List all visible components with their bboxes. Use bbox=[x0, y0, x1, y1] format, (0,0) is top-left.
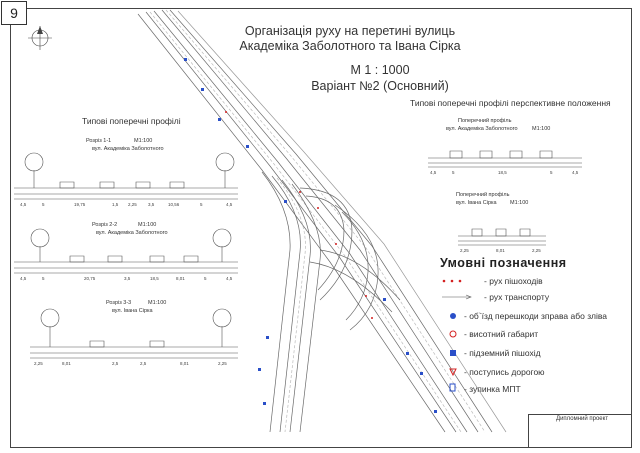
section-1-scale: М1:100 bbox=[134, 138, 153, 144]
sheet-frame bbox=[10, 8, 632, 448]
legend-item-give-way: - поступись дорогою bbox=[464, 366, 545, 378]
right-profile-1-dim: 4,5 bbox=[430, 170, 437, 175]
section-2-dim: 4,5 bbox=[226, 276, 233, 281]
section-1-dim: 1,5 bbox=[112, 202, 119, 207]
pedestrian-markers bbox=[225, 111, 373, 319]
section-2-name: Розріз 2-2 bbox=[92, 222, 118, 228]
right-profile-1 bbox=[428, 150, 582, 168]
legend-item-underpass: - підземний пішохід bbox=[464, 347, 541, 359]
section-2-dim: 5 bbox=[204, 276, 207, 281]
right-profile-2-street: вул. Івана Сірка bbox=[456, 200, 497, 206]
section-3-dim: 8,01 bbox=[62, 361, 71, 366]
section-2-dim: 5 bbox=[42, 276, 45, 281]
right-profile-1-street: вул. Академіка Заболотного bbox=[446, 126, 518, 132]
section-2-street: вул. Академіка Заболотного bbox=[96, 230, 168, 236]
right-profile-1-dim: 5 bbox=[550, 170, 553, 175]
section-3-dim: 2,5 bbox=[140, 361, 147, 366]
page-number: 9 bbox=[1, 1, 27, 25]
section-3-dim: 2,25 bbox=[218, 361, 227, 366]
section-2-dim: 20,75 bbox=[84, 276, 96, 281]
legend-item-pedestrian: - рух пішоходів bbox=[484, 275, 543, 287]
title-line-2: Академіка Заболотного та Івана Сірка bbox=[239, 39, 461, 53]
section-3-dim: 8,01 bbox=[180, 361, 189, 366]
right-profile-1-dim: 4,5 bbox=[572, 170, 579, 175]
legend-item-bus-stop: - зупинка МПТ bbox=[464, 383, 521, 395]
section-1-dim: 5 bbox=[200, 202, 203, 207]
legend-label: - зупинка МПТ bbox=[464, 384, 521, 394]
legend-title: Умовні позначення bbox=[440, 256, 567, 270]
section-3-dim: 2,5 bbox=[112, 361, 119, 366]
legend-item-detour: - об`їзд перешкоди зправа або зліва bbox=[464, 310, 607, 322]
drawing-title: Організація руху на перетині вулиць Акад… bbox=[230, 24, 470, 54]
right-profile-1-scale: М1:100 bbox=[532, 126, 551, 132]
section-3-street: вул. Івана Сірка bbox=[112, 308, 153, 314]
title-block-heading: Дипломний проект bbox=[556, 416, 609, 422]
section-1-name: Розріз 1-1 bbox=[86, 138, 112, 144]
scale-block: М 1 : 1000 Варіант №2 (Основний) bbox=[280, 62, 480, 94]
side-road bbox=[261, 171, 321, 433]
section-1-dim: 5 bbox=[42, 202, 45, 207]
section-1-dim: 3,5 bbox=[148, 202, 155, 207]
right-profile-2-dim: 2,25 bbox=[460, 248, 469, 253]
section-1-dim: 4,5 bbox=[226, 202, 233, 207]
section-1-dim: 10,56 bbox=[168, 202, 180, 207]
legend-label: - рух транспорту bbox=[484, 292, 550, 302]
section-2-2 bbox=[14, 228, 238, 274]
right-profile-2-scale: М1:100 bbox=[510, 200, 529, 206]
sign-markers bbox=[184, 58, 437, 413]
title-block bbox=[528, 414, 632, 448]
right-profile-1-dim: 5 bbox=[452, 170, 455, 175]
title-line-1: Організація руху на перетині вулиць bbox=[244, 24, 456, 38]
section-2-dim: 8,01 bbox=[176, 276, 185, 281]
section-2-dim: 18,5 bbox=[150, 276, 159, 281]
variant-label: Варіант №2 (Основний) bbox=[311, 79, 449, 93]
legend-label: - об`їзд перешкоди зправа або зліва bbox=[464, 311, 607, 321]
section-3-3 bbox=[30, 308, 238, 359]
section-3-dim: 2,25 bbox=[34, 361, 43, 366]
legend-label: - поступись дорогою bbox=[464, 367, 545, 377]
right-profile-1-name: Поперечний профіль bbox=[458, 118, 512, 124]
legend-item-traffic: - рух транспорту bbox=[484, 291, 549, 303]
interchange-loops bbox=[299, 187, 401, 331]
section-1-dim: 4,5 bbox=[20, 202, 27, 207]
right-profile-2-dim: 8,01 bbox=[496, 248, 505, 253]
legend-label: - підземний пішохід bbox=[464, 348, 541, 358]
right-profile-1-dim: 18,5 bbox=[498, 170, 507, 175]
right-profile-2 bbox=[458, 228, 546, 246]
right-profile-2-name: Поперечний профіль bbox=[456, 192, 510, 198]
scale-label: М 1 : 1000 bbox=[350, 63, 410, 77]
section-2-dim: 4,5 bbox=[20, 276, 27, 281]
section-3-scale: М1:100 bbox=[148, 300, 167, 306]
north-arrow-icon bbox=[28, 26, 52, 50]
section-2-scale: М1:100 bbox=[138, 222, 157, 228]
section-1-street: вул. Академіка Заболотного bbox=[92, 146, 164, 152]
main-road bbox=[137, 9, 507, 433]
profiles-left-heading: Типові поперечні профілі bbox=[82, 116, 181, 126]
legend-symbols bbox=[442, 279, 472, 392]
right-profile-2-dim: 2,25 bbox=[532, 248, 541, 253]
section-1-dim: 2,25 bbox=[128, 202, 137, 207]
legend-item-height-limit: - висотний габарит bbox=[464, 328, 538, 340]
profiles-right-heading: Типові поперечні профілі перспективне по… bbox=[410, 98, 611, 108]
section-1-1 bbox=[14, 152, 238, 200]
section-3-name: Розріз 3-3 bbox=[106, 300, 132, 306]
section-1-dim: 19,75 bbox=[74, 202, 86, 207]
legend-label: - рух пішоходів bbox=[484, 276, 543, 286]
section-2-dim: 3,5 bbox=[124, 276, 131, 281]
legend-label: - висотний габарит bbox=[464, 329, 539, 339]
